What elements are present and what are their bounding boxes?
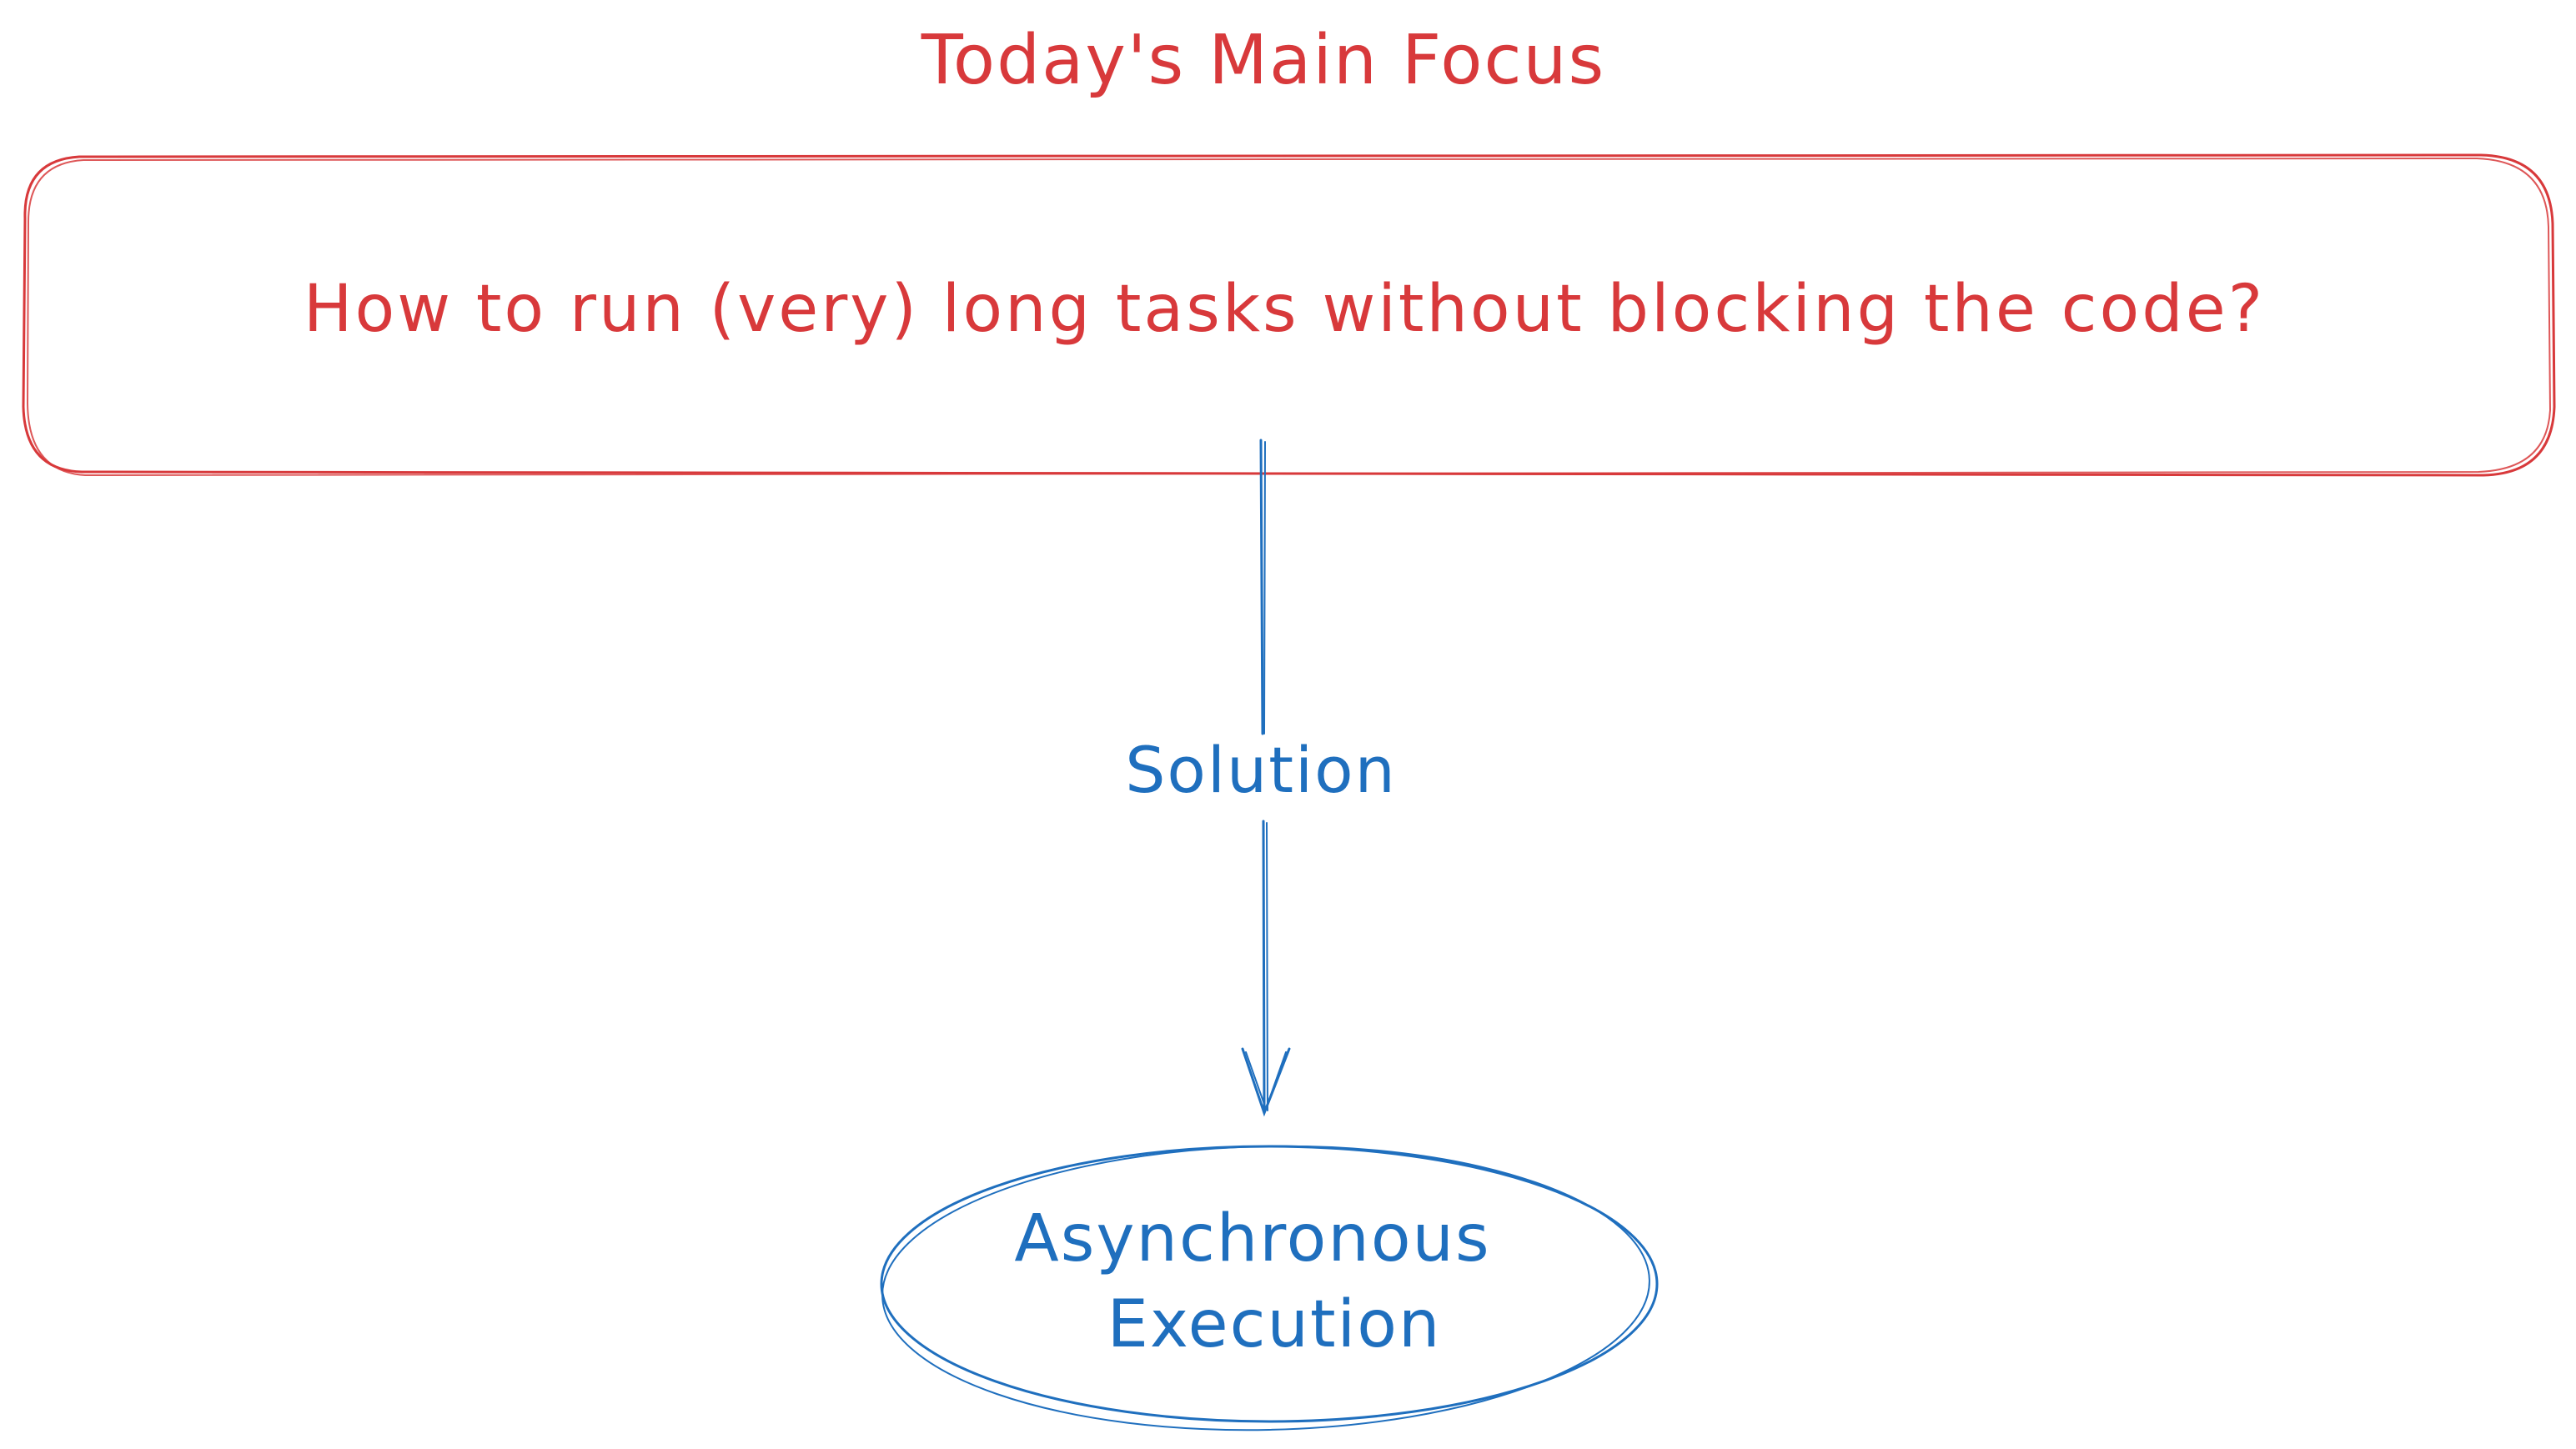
problem-box	[22, 153, 2556, 477]
solution-ellipse	[880, 1145, 1659, 1431]
solution-line-2: Execution	[1107, 1287, 1442, 1362]
solution-line-1: Asynchronous	[1014, 1201, 1490, 1276]
connector-label: Solution	[1125, 733, 1397, 807]
problem-question: How to run (very) long tasks without blo…	[304, 272, 2265, 347]
diagram-title: Today's Main Focus	[921, 21, 1606, 100]
solution-arrow	[1241, 439, 1291, 1117]
